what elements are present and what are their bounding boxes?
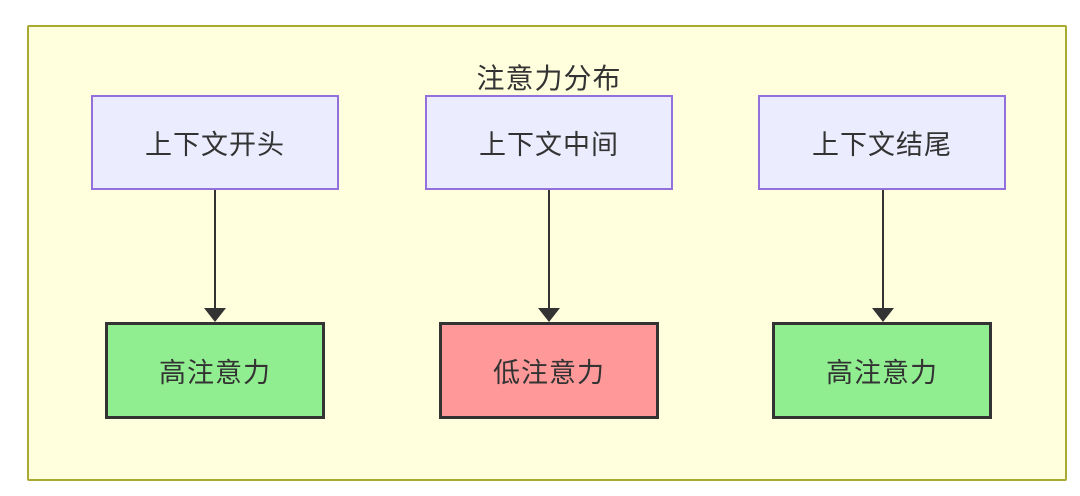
arrowhead-icon [204,308,226,322]
node-context-middle: 上下文中间 [425,95,673,190]
node-high-attention-right: 高注意力 [772,322,992,419]
node-low-attention: 低注意力 [439,322,659,419]
node-context-end: 上下文结尾 [758,95,1006,190]
arrowhead-icon [538,308,560,322]
arrow-line [548,190,550,309]
arrow-line [214,190,216,309]
arrowhead-icon [872,308,894,322]
node-high-attention-left: 高注意力 [105,322,325,419]
attention-distribution-container: 注意力分布 上下文开头 高注意力 上下文中间 低注意力 上下文结尾 高注意力 [27,25,1067,481]
node-context-start: 上下文开头 [91,95,339,190]
diagram-title: 注意力分布 [476,63,622,94]
arrow-line [882,190,884,309]
